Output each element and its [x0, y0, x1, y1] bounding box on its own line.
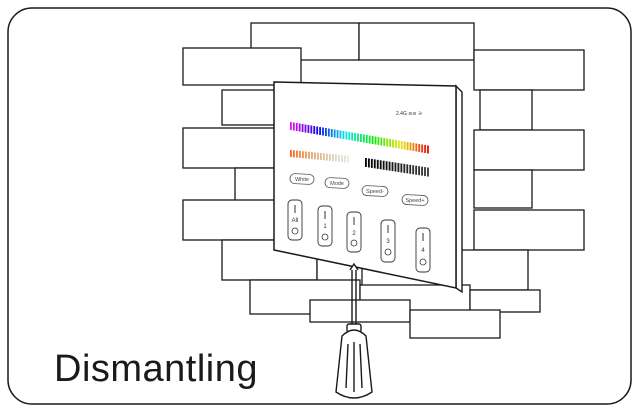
svg-text:Speed-: Speed- — [366, 189, 384, 195]
svg-text:All: All — [292, 218, 299, 224]
channel-4[interactable]: 4 — [415, 227, 431, 273]
touch-panel: 2.4G ≋≋ ⚞ White Mode Speed- Speed+ All — [273, 81, 463, 294]
channel-3[interactable]: 3 — [380, 219, 396, 263]
color-temperature-strip — [290, 150, 349, 163]
svg-text:2: 2 — [352, 231, 356, 237]
channel-2[interactable]: 2 — [346, 211, 362, 253]
svg-text:3: 3 — [386, 239, 390, 245]
button-speed-plus[interactable]: Speed+ — [401, 194, 429, 206]
screwdriver-icon — [335, 262, 373, 399]
brightness-strip — [365, 158, 429, 177]
button-speed-minus[interactable]: Speed- — [361, 185, 389, 197]
color-wheel-strip — [290, 122, 429, 154]
svg-text:Mode: Mode — [330, 181, 344, 187]
caption-title: Dismantling — [54, 348, 259, 390]
button-mode[interactable]: Mode — [324, 177, 350, 189]
svg-text:1: 1 — [323, 224, 327, 230]
brand-label: 2.4G ≋≋ ⚞ — [396, 111, 422, 117]
outer-frame — [7, 7, 632, 405]
button-white[interactable]: White — [289, 173, 315, 185]
svg-text:Speed+: Speed+ — [405, 198, 424, 204]
svg-text:White: White — [295, 177, 309, 183]
channel-1[interactable]: 1 — [317, 205, 333, 247]
channel-all[interactable]: All — [287, 199, 303, 241]
svg-text:4: 4 — [421, 248, 425, 254]
